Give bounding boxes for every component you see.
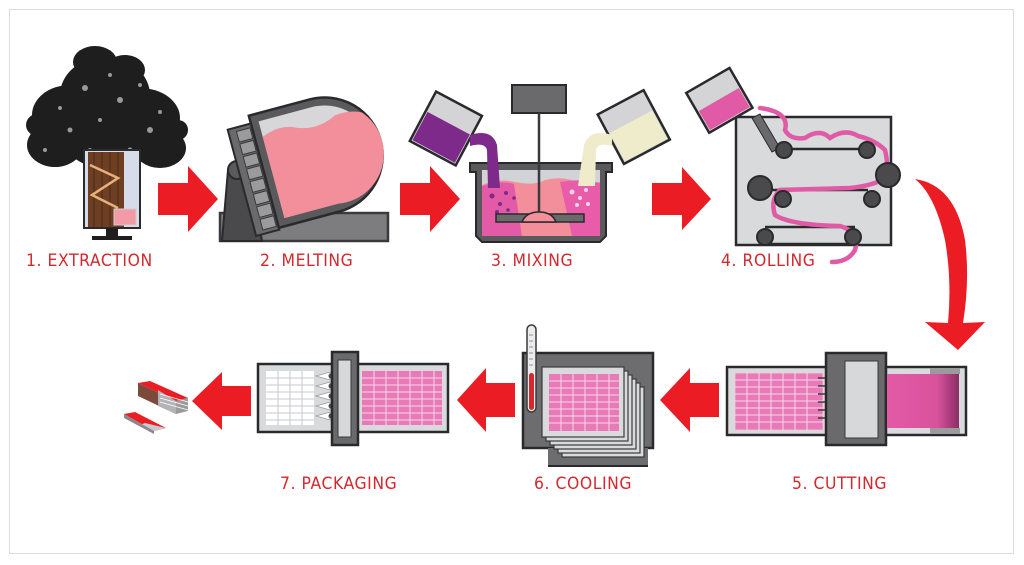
cooling-chamber-icon: [521, 324, 655, 467]
step-label-melting: 2. MELTING: [260, 251, 354, 271]
arrow-right-1: [158, 166, 218, 232]
step-label-rolling: 4. ROLLING: [721, 251, 816, 271]
step-label-cutting: 5. CUTTING: [792, 474, 888, 494]
rolling-machine-icon: [684, 66, 901, 265]
cutting-machine-icon: [725, 351, 968, 447]
mixing-vat-icon: [408, 84, 672, 243]
step-label-cooling: 6. COOLING: [534, 474, 633, 494]
step-label-packaging: 7. PACKAGING: [280, 474, 398, 494]
arrow-left-7: [192, 372, 251, 430]
step-label-extraction: 1. EXTRACTION: [26, 251, 153, 271]
gum-packs-icon: [124, 381, 189, 434]
melting-drum-icon: [218, 96, 390, 243]
arrow-curved-down: [915, 179, 985, 350]
tree-tapping-icon: [26, 46, 188, 240]
thermometer-icon: [526, 324, 537, 413]
arrow-left-5: [660, 368, 719, 432]
packaging-machine-icon: [256, 350, 450, 447]
arrow-left-6: [457, 368, 515, 432]
arrow-right-3: [652, 167, 711, 230]
step-label-mixing: 3. MIXING: [491, 251, 574, 271]
arrow-right-2: [400, 166, 460, 232]
